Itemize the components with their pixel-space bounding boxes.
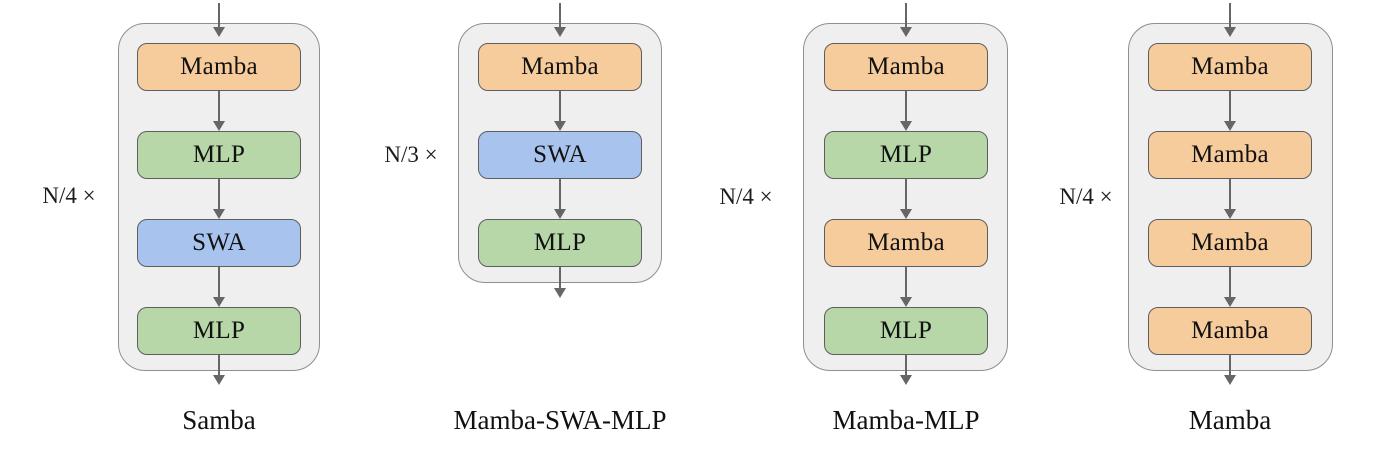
- arrow-head: [554, 121, 566, 131]
- arrow-head: [900, 375, 912, 385]
- arrow-head: [1224, 121, 1236, 131]
- block-swa: SWA: [137, 219, 301, 267]
- arrow-line: [1229, 355, 1231, 375]
- flow-arrow: [212, 91, 226, 131]
- repeat-count-label: N/4 ×: [719, 184, 773, 209]
- block-mamba: Mamba: [1148, 307, 1312, 355]
- flow-arrow: [212, 267, 226, 307]
- arrow-head: [900, 209, 912, 219]
- flow-arrow: [899, 91, 913, 131]
- flow-arrow: [1223, 91, 1237, 131]
- block-mamba: Mamba: [478, 43, 642, 91]
- arrow-head: [1224, 27, 1236, 37]
- block-swa: SWA: [478, 131, 642, 179]
- output-arrow: [899, 355, 913, 385]
- arrow-line: [559, 179, 561, 209]
- output-arrow: [553, 267, 567, 298]
- flow-arrow: [1223, 267, 1237, 307]
- diagram-caption: Samba: [182, 405, 256, 435]
- block-mlp: MLP: [137, 307, 301, 355]
- block-mlp: MLP: [478, 219, 642, 267]
- arrow-head: [213, 297, 225, 307]
- block-mlp: MLP: [137, 131, 301, 179]
- flow-arrow: [899, 267, 913, 307]
- input-arrow: [212, 3, 226, 37]
- input-arrow: [553, 3, 567, 37]
- arrow-line: [218, 179, 220, 209]
- flow-arrow: [553, 179, 567, 219]
- flow-arrow: [1223, 179, 1237, 219]
- input-arrow: [899, 3, 913, 37]
- arrow-head: [213, 121, 225, 131]
- block-mamba: Mamba: [1148, 219, 1312, 267]
- flow-arrow: [553, 91, 567, 131]
- arrow-head: [554, 27, 566, 37]
- block-mamba: Mamba: [824, 43, 988, 91]
- arrow-line: [218, 3, 220, 27]
- flow-arrow: [212, 179, 226, 219]
- arrow-line: [559, 91, 561, 121]
- arrow-head: [1224, 375, 1236, 385]
- arrow-head: [213, 375, 225, 385]
- arrow-line: [218, 267, 220, 297]
- flow-arrow: [899, 179, 913, 219]
- arrow-head: [1224, 297, 1236, 307]
- arrow-head: [1224, 209, 1236, 219]
- repeat-count-label: N/4 ×: [42, 183, 96, 208]
- block-mamba: Mamba: [1148, 43, 1312, 91]
- arrow-line: [1229, 91, 1231, 121]
- repeat-count-label: N/3 ×: [384, 142, 438, 167]
- arrow-line: [1229, 179, 1231, 209]
- arrow-head: [900, 297, 912, 307]
- block-mamba: Mamba: [137, 43, 301, 91]
- arrow-line: [559, 267, 561, 288]
- block-mlp: MLP: [824, 307, 988, 355]
- arrow-line: [905, 91, 907, 121]
- block-mamba: Mamba: [1148, 131, 1312, 179]
- arrow-line: [905, 3, 907, 27]
- arrow-head: [554, 209, 566, 219]
- repeat-count-label: N/4 ×: [1059, 184, 1113, 209]
- arrow-line: [559, 3, 561, 27]
- output-arrow: [212, 355, 226, 385]
- arrow-line: [1229, 267, 1231, 297]
- input-arrow: [1223, 3, 1237, 37]
- arrow-line: [905, 267, 907, 297]
- diagram-caption: Mamba: [1188, 405, 1272, 435]
- block-mlp: MLP: [824, 131, 988, 179]
- output-arrow: [1223, 355, 1237, 385]
- diagram-caption: Mamba-MLP: [832, 405, 980, 435]
- arrow-head: [900, 121, 912, 131]
- arrow-head: [554, 288, 566, 298]
- diagram-caption: Mamba-SWA-MLP: [453, 405, 667, 435]
- arrow-line: [1229, 3, 1231, 27]
- arrow-line: [218, 355, 220, 375]
- arrow-head: [213, 27, 225, 37]
- arrow-line: [905, 355, 907, 375]
- arrow-line: [905, 179, 907, 209]
- arrow-head: [900, 27, 912, 37]
- block-mamba: Mamba: [824, 219, 988, 267]
- arrow-head: [213, 209, 225, 219]
- arrow-line: [218, 91, 220, 121]
